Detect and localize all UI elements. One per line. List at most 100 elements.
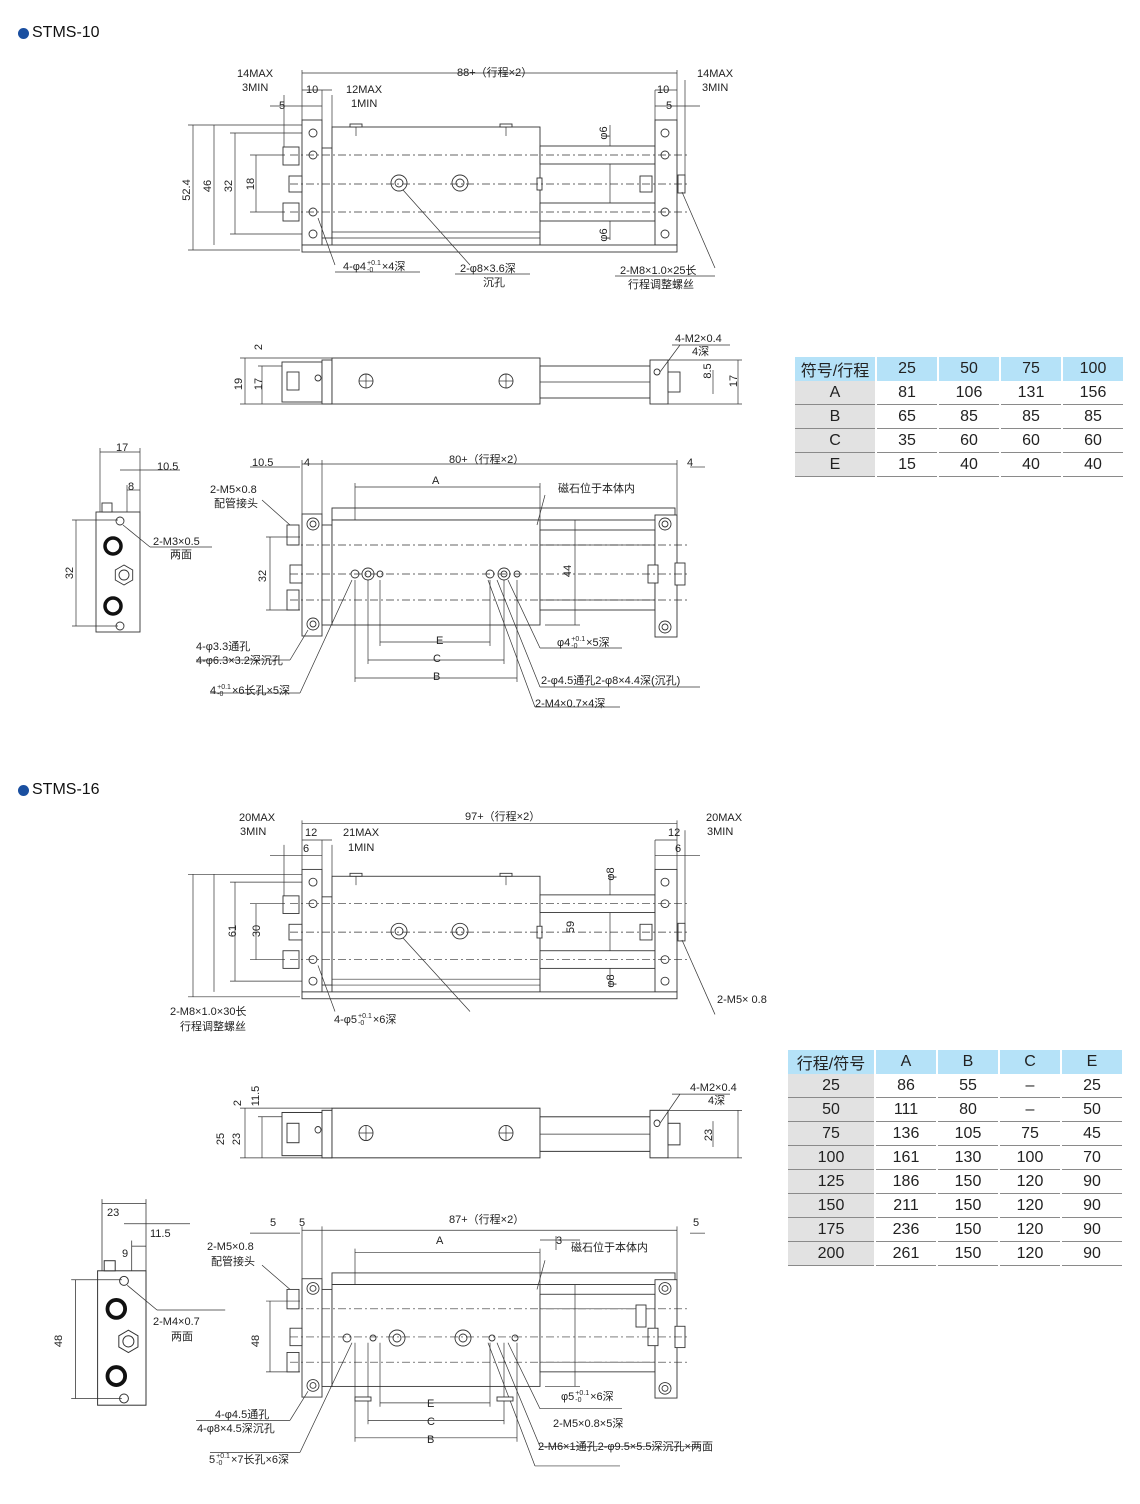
- stms10-side-view-label: 8.5: [702, 363, 714, 379]
- table-cell: 90: [1062, 1242, 1122, 1266]
- stms10-top-view-label: 14MAX: [697, 68, 734, 80]
- table-cell: 90: [1062, 1218, 1122, 1242]
- stms16-bottom-view-label: φ5+0.1-0×6深: [561, 1390, 614, 1404]
- table-row-header: 200: [788, 1242, 874, 1266]
- table-cell: 130: [938, 1146, 998, 1170]
- stms10-bottom-view-label: 10.5: [252, 457, 274, 469]
- tolerance-upper: +0.1: [575, 1390, 590, 1397]
- stms16-bottom-view-label: 5: [270, 1217, 277, 1229]
- table-cell: 55: [938, 1074, 998, 1098]
- tolerance: +0.1-0: [216, 1453, 230, 1467]
- stms16-bottom-view-label: 87+（行程×2）: [449, 1214, 525, 1226]
- table-cell: 105: [938, 1122, 998, 1146]
- table-cell: 150: [938, 1242, 998, 1266]
- label-text: ×6深: [590, 1390, 614, 1403]
- stms10-top-view-drawing: [188, 70, 716, 277]
- stms16-side-view-label: 2: [232, 1099, 244, 1107]
- stms10-top-view-label: 5: [279, 100, 286, 112]
- table-cell: 106: [939, 381, 999, 405]
- table-cell: 75: [1000, 1122, 1060, 1146]
- stms10-side-view-label: 17: [253, 377, 265, 391]
- stms16-top-view-label: 2-M5× 0.8: [717, 994, 767, 1006]
- tolerance: +0.1-0: [358, 1013, 372, 1027]
- section-title-text: STMS-16: [32, 781, 100, 798]
- label-text: 5: [209, 1453, 216, 1466]
- table-row-header: 175: [788, 1218, 874, 1242]
- stms10-top-view-label: 1MIN: [351, 98, 378, 110]
- table-header-cell: E: [1062, 1050, 1122, 1074]
- table-row-header: 125: [788, 1170, 874, 1194]
- stms10-top-view-label: 2-φ8×3.6深: [460, 263, 516, 275]
- stms16-bottom-view-label: 2-M6×1通孔2-φ9.5×5.5深沉孔×两面: [538, 1441, 713, 1453]
- stms10-bottom-view-label: 2-φ4.5通孔2-φ8×4.4深(沉孔): [541, 675, 681, 687]
- section-title-text: STMS-10: [32, 24, 100, 41]
- tolerance-upper: +0.1: [571, 636, 586, 643]
- section-title-stms10: STMS-10: [18, 24, 100, 42]
- table-cell: 35: [877, 429, 937, 453]
- label-text: φ5: [561, 1390, 575, 1403]
- label-text: ×6长孔×5深: [231, 684, 291, 697]
- stms10-bottom-view-label: 80+（行程×2）: [449, 454, 525, 466]
- stms16-bottom-view-label: 4-φ8×4.5深沉孔: [197, 1423, 275, 1435]
- label-text: 4-φ4: [343, 260, 367, 273]
- stms16-top-view-label: 12: [668, 827, 681, 839]
- stms16-top-view-label: φ8: [605, 867, 617, 881]
- table-cell: 60: [939, 429, 999, 453]
- stms16-bottom-view-label: 磁石位于本体内: [571, 1242, 648, 1254]
- table-cell: 161: [876, 1146, 936, 1170]
- tolerance-lower: -0: [367, 267, 374, 274]
- stms10-top-view-label: φ6: [598, 228, 610, 242]
- stms10-bottom-view-label: 2-M4×0.7×4深: [535, 698, 606, 710]
- bullet-icon: [18, 27, 29, 39]
- table-row-header: B: [795, 405, 875, 429]
- stms10-top-view-label: 4-φ4+0.1-0×4深: [343, 260, 405, 274]
- stms10-side-view-label: 2: [253, 343, 265, 351]
- table-cell: 120: [1000, 1194, 1060, 1218]
- stms16-end-view-label: 9: [122, 1248, 129, 1260]
- table-cell: 40: [1063, 453, 1123, 477]
- tolerance: +0.1-0: [571, 636, 585, 650]
- stms10-top-view-label: 行程调整螺丝: [628, 279, 694, 291]
- table-cell: 120: [1000, 1170, 1060, 1194]
- stms10-bottom-view-label: 4-φ6.3×3.2深沉孔: [196, 655, 283, 667]
- table-cell: 81: [877, 381, 937, 405]
- tolerance-lower: -0: [216, 1460, 223, 1467]
- table-cell: 60: [1063, 429, 1123, 453]
- bullet-icon: [18, 784, 29, 796]
- table-row-header: A: [795, 381, 875, 405]
- table-cell: 150: [938, 1170, 998, 1194]
- table-cell: 85: [1063, 405, 1123, 429]
- stms10-bottom-view-label: 2-M5×0.8: [210, 484, 257, 496]
- stms16-top-view-label: 4-φ5+0.1-0×6深: [334, 1013, 396, 1027]
- stms10-top-view-label: 88+（行程×2）: [457, 67, 533, 79]
- label-text: 4-φ5: [334, 1013, 358, 1026]
- table-header-cell: A: [876, 1050, 936, 1074]
- stms10-bottom-view-label: 32: [257, 569, 269, 583]
- stms16-bottom-view-label: 2-M5×0.8: [207, 1241, 254, 1253]
- table-row-header: E: [795, 453, 875, 477]
- table-cell: 236: [876, 1218, 936, 1242]
- stms16-bottom-view-label: 4-φ4.5通孔: [215, 1409, 270, 1421]
- stms10-top-view-label: 10: [306, 84, 319, 96]
- table-cell: 86: [876, 1074, 936, 1098]
- table-cell: 70: [1062, 1146, 1122, 1170]
- stms16-top-view-label: 6: [675, 843, 682, 855]
- table-cell: 40: [1001, 453, 1061, 477]
- stms10-bottom-view-drawing: [196, 460, 705, 708]
- stms10-end-view-label: 两面: [170, 549, 192, 561]
- table-cell: 65: [877, 405, 937, 429]
- tolerance: +0.1-0: [217, 684, 231, 698]
- stms16-side-view-drawing: [240, 1093, 742, 1159]
- stms16-side-view-label: 4深: [708, 1095, 726, 1107]
- stms10-end-view-drawing: [72, 448, 212, 633]
